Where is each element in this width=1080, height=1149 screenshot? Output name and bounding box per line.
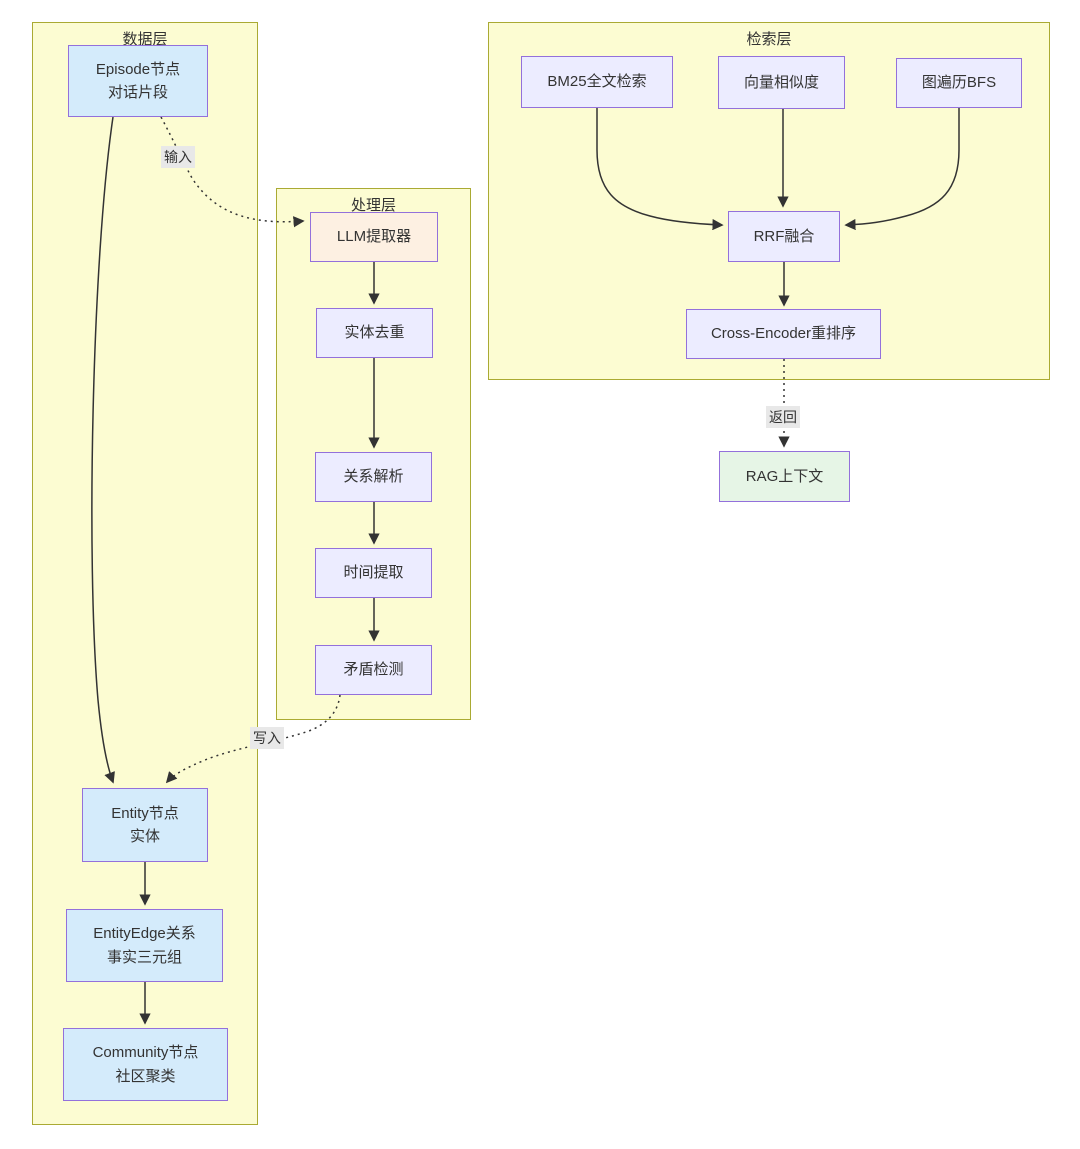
node-community-line1: Community节点 <box>92 1044 199 1062</box>
edge-label-write: 写入 <box>250 727 284 749</box>
node-episode: Episode节点 对话片段 <box>68 45 208 117</box>
node-llm-extractor: LLM提取器 <box>310 212 438 262</box>
node-entityedge-line2: 事实三元组 <box>106 948 182 966</box>
node-entityedge-line1: EntityEdge关系 <box>93 925 196 943</box>
node-graph-bfs: 图遍历BFS <box>896 58 1022 108</box>
node-vector-similarity-label: 向量相似度 <box>743 73 819 91</box>
node-graph-bfs-label: 图遍历BFS <box>921 74 997 92</box>
node-cross-encoder-label: Cross-Encoder重排序 <box>710 325 857 343</box>
node-rrf-fusion: RRF融合 <box>728 211 840 262</box>
node-episode-line2: 对话片段 <box>107 84 168 101</box>
data-layer-title: 数据层 <box>122 31 168 48</box>
process-layer-title: 处理层 <box>350 197 396 214</box>
retrieval-layer-title: 检索层 <box>746 31 792 48</box>
node-llm-extractor-label: LLM提取器 <box>336 228 412 246</box>
node-rrf-fusion-label: RRF融合 <box>753 227 815 245</box>
node-entity: Entity节点 实体 <box>82 788 208 862</box>
node-relation-parse: 关系解析 <box>315 452 432 502</box>
node-entity-dedup-label: 实体去重 <box>344 324 405 342</box>
node-bm25-label: BM25全文检索 <box>547 73 647 91</box>
node-time-extract-label: 时间提取 <box>343 564 404 582</box>
node-community-line2: 社区聚类 <box>115 1067 176 1085</box>
node-relation-parse-label: 关系解析 <box>343 468 404 486</box>
node-entity-dedup: 实体去重 <box>316 308 433 358</box>
node-entity-line2: 实体 <box>129 828 160 845</box>
node-rag-context: RAG上下文 <box>719 451 850 502</box>
node-episode-line1: Episode节点 <box>95 60 181 78</box>
node-rag-context-label: RAG上下文 <box>745 467 824 485</box>
node-conflict-detect: 矛盾检测 <box>315 645 432 695</box>
node-cross-encoder: Cross-Encoder重排序 <box>686 309 881 359</box>
node-time-extract: 时间提取 <box>315 548 432 598</box>
node-vector-similarity: 向量相似度 <box>718 56 845 109</box>
node-bm25: BM25全文检索 <box>521 56 673 108</box>
edge-label-return: 返回 <box>766 406 800 428</box>
node-entity-line1: Entity节点 <box>111 804 179 822</box>
node-community: Community节点 社区聚类 <box>63 1028 228 1101</box>
node-conflict-detect-label: 矛盾检测 <box>343 661 404 679</box>
edge-label-input: 输入 <box>161 146 195 168</box>
node-entityedge: EntityEdge关系 事实三元组 <box>66 909 223 982</box>
